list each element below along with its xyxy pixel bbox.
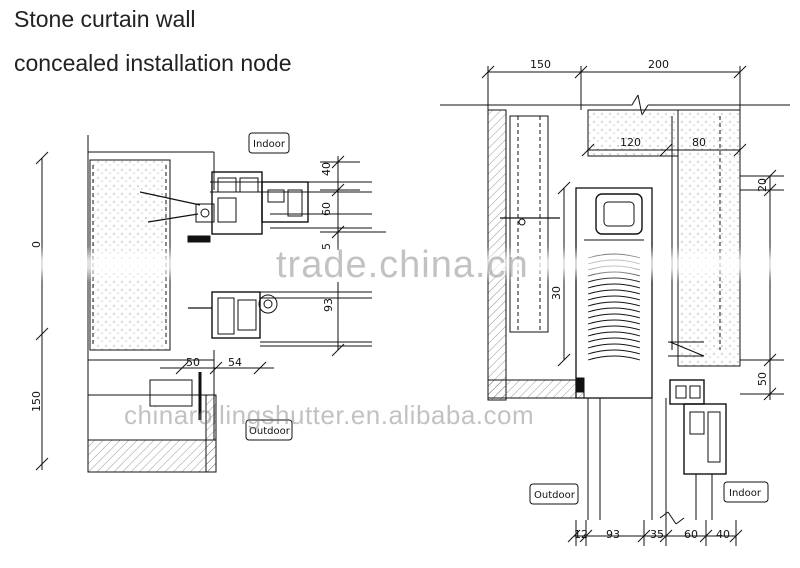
left-dim-60: 60	[320, 202, 333, 216]
right-dim-200: 200	[648, 58, 669, 71]
right-indoor-text: Indoor	[729, 488, 762, 499]
watermark-secondary: chinarollingshutter.en.alibaba.com	[124, 400, 535, 430]
left-dim-40: 40	[320, 162, 333, 176]
right-dim-93: 93	[606, 528, 620, 541]
diagram-title-line2: concealed installation node	[14, 50, 292, 76]
left-node-outdoor-label: Outdoor	[245, 419, 293, 441]
right-node-outdoor-label: Outdoor	[529, 483, 579, 505]
left-node-indoor-label: Indoor	[248, 132, 290, 154]
right-node-indoor-label: Indoor	[723, 481, 769, 503]
right-dim-150: 150	[530, 58, 551, 71]
right-dim-12: 12	[574, 528, 588, 541]
right-dim-120: 120	[620, 136, 641, 149]
right-dim-20: 20	[756, 178, 769, 192]
right-node-drawing	[440, 65, 790, 546]
right-dim-35: 35	[650, 528, 664, 541]
left-dim-54: 54	[228, 356, 242, 369]
right-dim-60: 60	[684, 528, 698, 541]
left-outdoor-text: Outdoor	[249, 426, 291, 437]
left-dim-150: 150	[30, 391, 43, 412]
right-dim-50: 50	[756, 372, 769, 386]
right-dim-80: 80	[692, 136, 706, 149]
left-dim-0: 0	[30, 241, 43, 248]
watermark-blur-band	[20, 246, 790, 282]
watermark-main: trade.china.cn	[276, 244, 529, 286]
left-dim-50: 50	[186, 356, 200, 369]
left-dim-93: 93	[322, 298, 335, 312]
right-outdoor-text: Outdoor	[534, 490, 576, 501]
right-dim-40: 40	[716, 528, 730, 541]
left-indoor-text: Indoor	[253, 139, 286, 150]
right-dim-30: 30	[550, 286, 563, 300]
diagram-title-line1: Stone curtain wall	[14, 6, 196, 32]
